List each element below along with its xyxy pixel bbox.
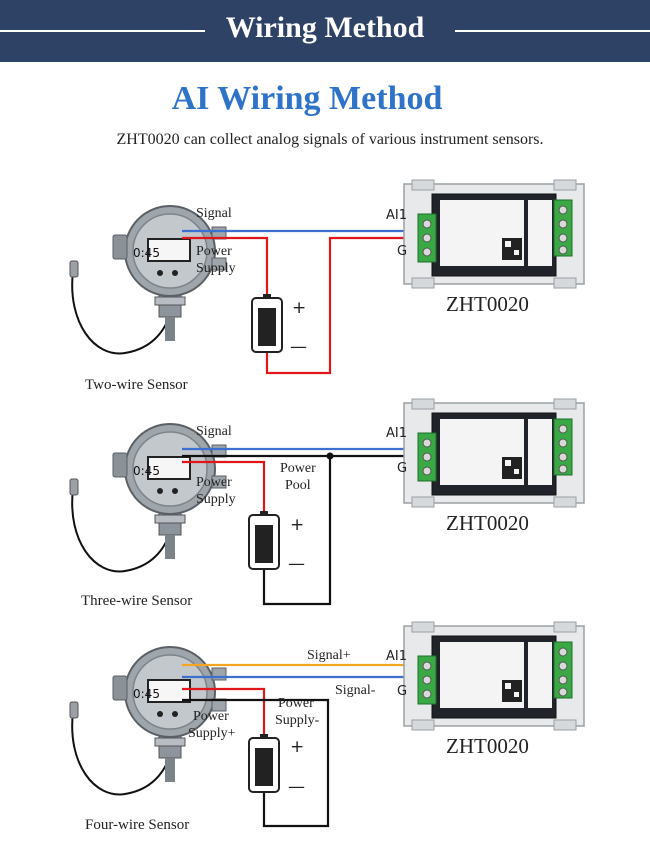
label-supply: Supply [196,492,236,507]
diagram-three-wire: 0:45 + — Signal Power Supply Power Pool … [69,398,585,609]
label-power: Power [193,709,229,724]
sensor-icon [69,205,227,355]
page-subtitle: ZHT0020 can collect analog signals of va… [116,131,544,148]
banner-line-left [0,30,205,32]
terminal-g: G [397,244,407,259]
power-wire-positive [182,687,266,738]
battery-plus: + [292,298,306,318]
diagram-four-wire: 0:45 + — Signal+ Signal- Power Supply+ P… [69,621,585,833]
battery-minus: — [290,337,307,357]
banner-line-right [455,30,650,32]
label-signal-plus: Signal+ [307,648,351,663]
terminal-ai1: AI1 [386,426,407,441]
power-wire-positive [182,236,269,298]
sensor-display: 0:45 [133,464,160,478]
power-wire-negative [262,456,332,606]
battery-plus: + [290,737,304,757]
battery-icon [248,733,280,793]
header-banner: Wiring Method [0,0,650,62]
zht0020-module [403,398,585,508]
terminal-g: G [397,684,407,699]
terminal-g: G [397,461,407,476]
power-wire-negative [182,698,330,828]
label-power-pool-2: Pool [285,478,311,493]
label-supply-plus: Supply+ [188,726,236,741]
label-signal-minus: Signal- [335,683,376,698]
sensor-label: Three-wire Sensor [81,593,192,609]
label-supply: Supply [196,261,236,276]
battery-plus: + [290,515,304,535]
battery-icon [251,293,283,353]
zht0020-module [403,621,585,731]
model-label: ZHT0020 [446,734,529,758]
sensor-label: Two-wire Sensor [85,377,188,393]
model-label: ZHT0020 [446,511,529,535]
diagram-two-wire: 0:45 + — Signal Power Supply AI1 G ZHT00… [69,179,585,393]
terminal-ai1: AI1 [386,208,407,223]
label-power: Power [196,244,232,259]
power-wire-positive [182,460,266,515]
battery-icon [248,510,280,570]
label-power: Power [196,475,232,490]
terminal-ai1: AI1 [386,649,407,664]
sensor-display: 0:45 [133,687,160,701]
sensor-display: 0:45 [133,246,160,260]
label-signal: Signal [196,424,232,439]
label-supply-minus: Supply- [275,713,320,728]
model-label: ZHT0020 [446,292,529,316]
battery-minus: — [288,554,305,574]
power-wire-negative [265,236,430,375]
label-power-2: Power [278,696,314,711]
page-title: AI Wiring Method [171,80,443,117]
label-power-pool-1: Power [280,461,316,476]
label-signal: Signal [196,206,232,221]
zht0020-module [403,179,585,289]
battery-minus: — [288,777,305,797]
banner-title: Wiring Method [225,11,425,44]
sensor-label: Four-wire Sensor [85,817,189,833]
